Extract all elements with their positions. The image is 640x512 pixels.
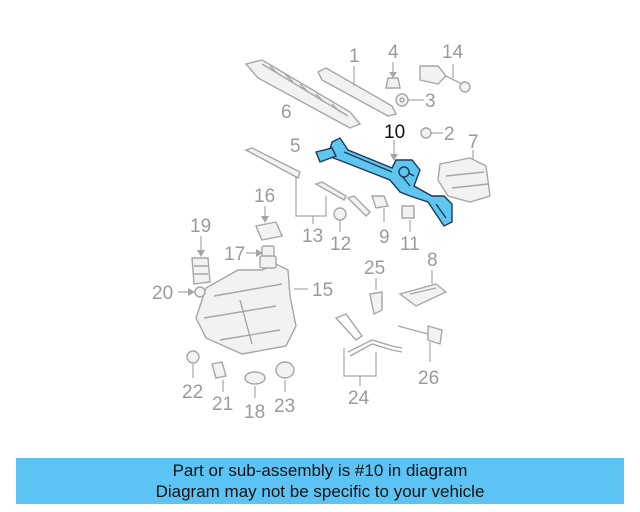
callout-1: 1 <box>349 46 360 67</box>
callout-5: 5 <box>290 136 301 157</box>
part-cap[interactable] <box>401 205 415 232</box>
part-nozzle-bracket[interactable] <box>398 270 448 307</box>
part-nut[interactable] <box>395 93 424 107</box>
callout-23: 23 <box>274 396 295 417</box>
callout-12: 12 <box>330 234 351 255</box>
part-bracket[interactable] <box>371 195 389 222</box>
callout-22: 22 <box>182 382 203 403</box>
part-wiper-arm[interactable] <box>317 66 398 117</box>
callout-14: 14 <box>442 42 464 63</box>
part-nozzle[interactable] <box>211 361 227 392</box>
callout-15: 15 <box>312 280 333 301</box>
part-hose-connector[interactable] <box>397 325 443 362</box>
part-level-sensor[interactable] <box>369 278 383 316</box>
part-cap-nut[interactable] <box>385 62 401 89</box>
callout-6: 6 <box>281 102 292 123</box>
part-bushing[interactable] <box>333 207 347 232</box>
callout-24: 24 <box>348 388 370 409</box>
part-washer-hose[interactable] <box>334 313 403 386</box>
part-grommet[interactable] <box>420 127 443 139</box>
info-banner: Part or sub-assembly is #10 in diagram D… <box>16 458 624 504</box>
part-linkage-rod[interactable] <box>244 147 371 224</box>
part-pump-grommet[interactable] <box>178 286 206 298</box>
part-washer-pump[interactable] <box>191 236 211 285</box>
part-washer-jet[interactable] <box>419 64 471 93</box>
callout-8: 8 <box>427 250 438 271</box>
callout-25: 25 <box>364 258 385 279</box>
callout-19: 19 <box>190 216 211 237</box>
part-rubber-grommet[interactable] <box>244 371 266 398</box>
callout-17: 17 <box>224 244 245 265</box>
callout-2: 2 <box>444 124 455 145</box>
callout-13: 13 <box>302 226 323 247</box>
banner-line-disclaimer: Diagram may not be specific to your vehi… <box>155 482 485 501</box>
callout-9: 9 <box>379 227 390 248</box>
callout-7: 7 <box>468 132 479 153</box>
callout-10-highlighted: 10 <box>384 122 405 143</box>
banner-line-part-number: Part or sub-assembly is #10 in diagram <box>172 461 468 480</box>
part-check-valve[interactable] <box>186 350 200 378</box>
callout-18: 18 <box>244 402 265 423</box>
part-washer-reservoir[interactable] <box>195 255 308 355</box>
part-seal-ring[interactable] <box>275 361 295 392</box>
part-wiper-motor[interactable] <box>437 150 491 203</box>
part-pump-seal[interactable] <box>255 206 283 241</box>
callout-26: 26 <box>418 368 439 389</box>
callout-20: 20 <box>152 283 173 304</box>
callout-16: 16 <box>254 186 275 207</box>
callout-3: 3 <box>425 91 436 112</box>
part-wiper-blade[interactable] <box>244 59 362 129</box>
parts-diagram: 1 2 3 4 5 6 7 8 9 10 11 12 13 14 15 16 1… <box>152 42 491 423</box>
callout-4: 4 <box>388 42 399 63</box>
callout-21: 21 <box>212 394 233 415</box>
callout-11: 11 <box>400 234 420 255</box>
part-wiper-linkage-highlighted[interactable] <box>315 137 453 227</box>
